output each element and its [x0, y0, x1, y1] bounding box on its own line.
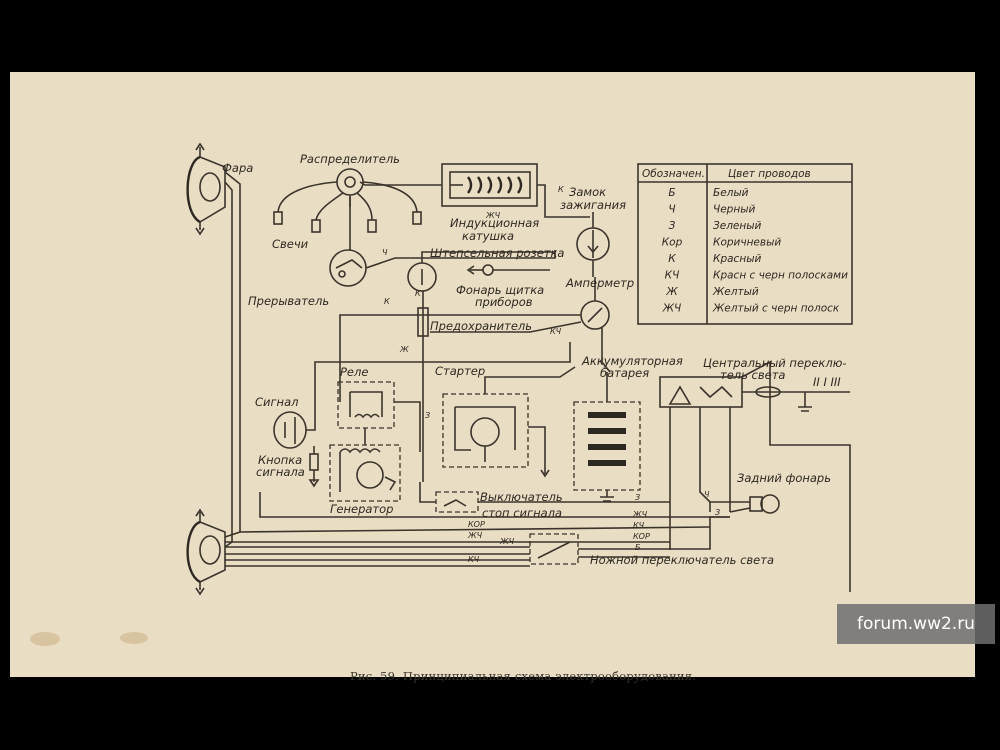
label-coil-1: Индукционная	[450, 216, 539, 230]
wire-code: Ж	[399, 345, 409, 354]
distributor	[277, 168, 418, 221]
label-ammeter: Амперметр	[565, 276, 634, 290]
wire-code: К	[415, 289, 421, 298]
label-horn-button-1: Кнопка	[258, 453, 302, 467]
wire-code: Ч	[704, 490, 710, 499]
wire-code: К	[384, 297, 390, 306]
foot-dimmer-switch	[529, 533, 579, 565]
label-horn-button-2: сигнала	[256, 465, 305, 479]
label-battery-2: батарея	[600, 366, 649, 380]
label-horn: Сигнал	[255, 395, 299, 409]
switch-knob	[755, 386, 850, 412]
legend-code: Кор	[662, 237, 683, 249]
legend-color: Желтый	[712, 286, 759, 298]
label-central-switch-2: тель света	[720, 368, 785, 382]
label-coil-2: катушка	[462, 229, 514, 243]
legend-color: Желтый с черн полоск	[712, 303, 840, 315]
label-stop-switch-1: Выключатель	[480, 490, 563, 504]
battery	[573, 372, 641, 502]
legend-code: Б	[668, 187, 675, 199]
legend-code: ЖЧ	[662, 303, 682, 315]
wire-code: КЧ	[468, 555, 480, 564]
label-panel-lamp-1: Фонарь щитка	[456, 283, 544, 297]
wire-code: З	[635, 493, 640, 502]
wire-code: Ч	[382, 248, 388, 257]
wire-code: ЖЧ	[485, 211, 501, 220]
label-breaker: Прерыватель	[248, 294, 329, 308]
wire-code: Б	[635, 543, 641, 552]
label-stop-switch-2: стоп сигнала	[482, 506, 562, 520]
wire-code: З	[715, 508, 720, 517]
legend-color: Зеленый	[713, 220, 762, 232]
paper-stain	[120, 632, 148, 644]
legend-color: Красный	[713, 253, 761, 265]
wire-code: З	[425, 411, 430, 420]
wire-code: ЖЧ	[467, 531, 483, 540]
legend-code: К	[668, 253, 676, 265]
label-starter: Стартер	[435, 364, 485, 378]
label-battery-1: Аккумуляторная	[581, 354, 683, 368]
legend-code: Ж	[665, 286, 678, 298]
wire-code: К	[558, 185, 564, 194]
rear-lamp	[749, 494, 780, 514]
figure-caption: Рис. 59. Принципиальная схема электрообо…	[350, 669, 697, 683]
label-ignition-lock-2: зажигания	[560, 198, 626, 212]
generator	[329, 444, 401, 502]
ignition-switch	[576, 227, 610, 261]
legend-color: Черный	[713, 204, 755, 216]
legend-color: Коричневый	[713, 237, 781, 249]
legend-color: Красн с черн полосками	[713, 270, 848, 282]
fuse	[417, 307, 429, 337]
label-generator: Генератор	[330, 502, 393, 516]
panel-lamp	[466, 264, 550, 276]
label-headlamp: Фара	[222, 161, 253, 175]
legend-color: Белый	[713, 187, 749, 199]
spark-plugs	[273, 211, 422, 233]
label-fuse: Предохранитель	[430, 319, 532, 333]
label-spark-plugs: Свечи	[272, 237, 309, 251]
label-relay: Реле	[340, 365, 368, 379]
horn-button	[308, 453, 320, 488]
label-panel-lamp-2: приборов	[475, 295, 533, 309]
relay	[337, 381, 395, 429]
breaker	[329, 249, 367, 287]
wire-code: КЧ	[550, 327, 562, 336]
stop-signal-switch	[435, 491, 479, 513]
label-central-switch-1: Центральный переклю-	[703, 356, 847, 370]
legend-code: З	[669, 220, 676, 232]
wire-code: КОР	[633, 532, 650, 541]
socket	[407, 262, 437, 292]
headlamp-bottom	[186, 508, 226, 596]
label-distributor: Распределитель	[300, 152, 400, 166]
starter	[442, 393, 529, 468]
wire-code: ЖЧ	[632, 510, 648, 519]
wire-code: КЧ	[633, 521, 645, 530]
watermark: forum.ww2.ru	[837, 604, 995, 644]
ignition-coil	[441, 163, 538, 207]
legend-code: Ч	[668, 204, 675, 216]
wire-code: ЖЧ	[499, 537, 515, 546]
label-ignition-lock-1: Замок	[569, 185, 606, 199]
legend-header-color: Цвет проводов	[728, 168, 811, 180]
label-rear-lamp: Задний фонарь	[737, 471, 831, 485]
horn	[273, 411, 307, 449]
paper-stain	[30, 632, 60, 646]
headlamp-top	[186, 142, 226, 236]
wire-code: КОР	[468, 520, 485, 529]
label-socket: Штепсельная розетка	[430, 246, 564, 260]
legend-header-code: Обозначен.	[642, 168, 705, 180]
label-switch-positions: II I III	[813, 375, 841, 389]
ammeter	[580, 300, 610, 330]
label-foot-switch: Ножной переключатель света	[590, 553, 774, 567]
legend-code: КЧ	[665, 270, 680, 282]
